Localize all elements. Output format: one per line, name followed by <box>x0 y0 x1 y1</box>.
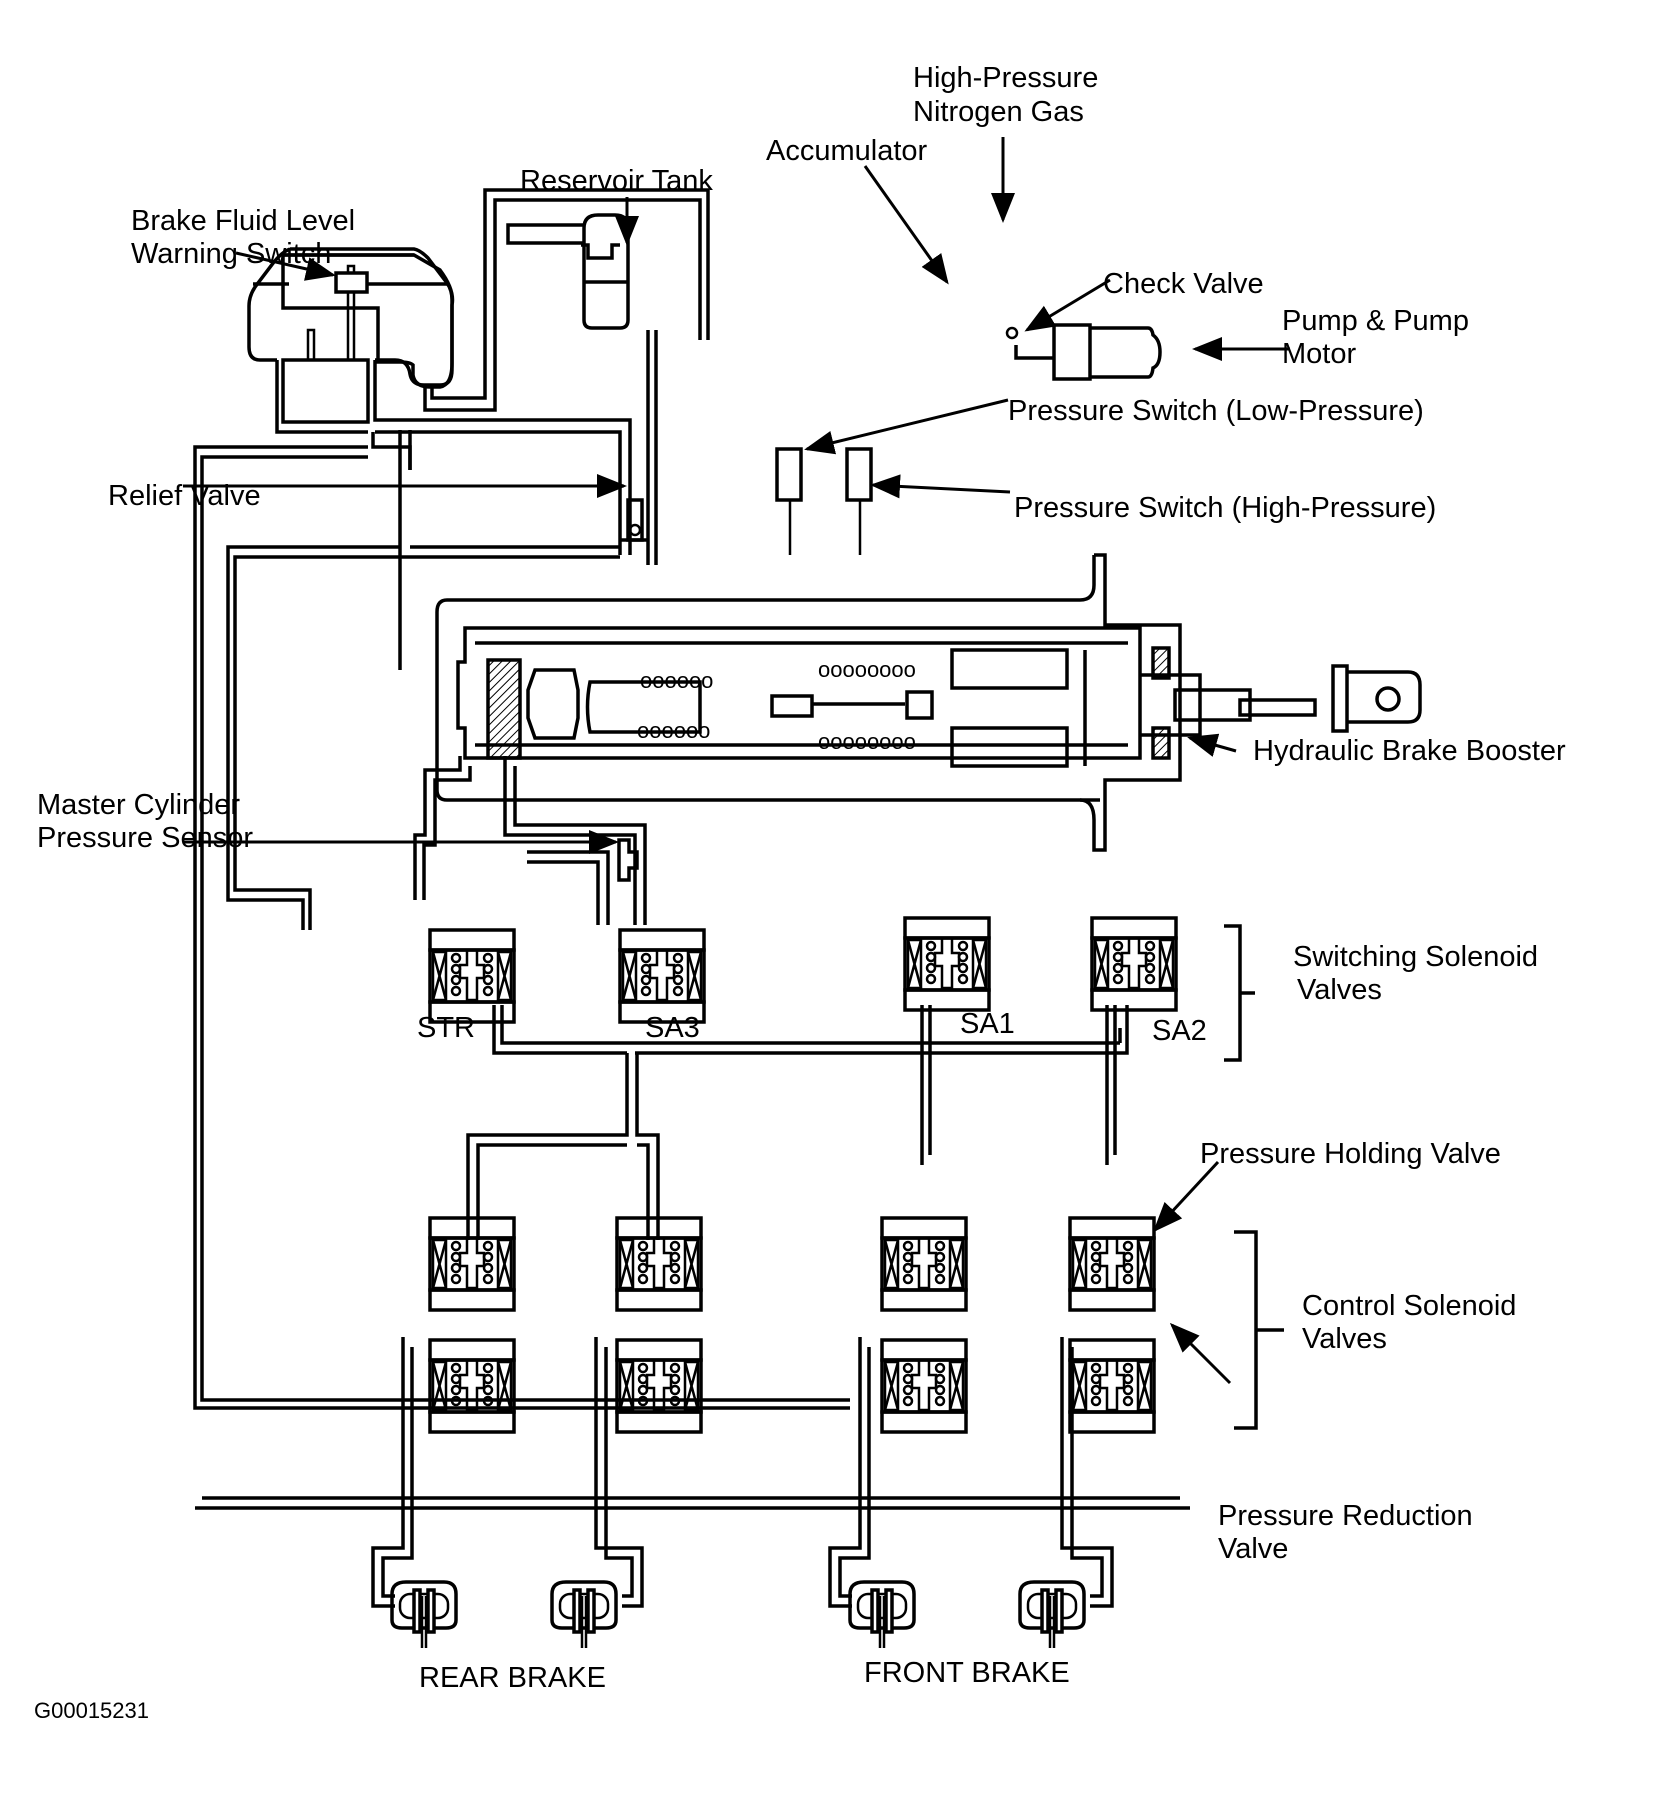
label-nitrogen-gas-1: High-Pressure <box>913 62 1098 94</box>
label-pressure-holding-valve: Pressure Holding Valve <box>1200 1138 1501 1170</box>
svg-text:oooooooo: oooooooo <box>818 729 916 754</box>
accumulator <box>581 213 630 330</box>
label-switching-solenoid-1: Switching Solenoid <box>1293 941 1538 973</box>
label-accumulator: Accumulator <box>766 135 928 167</box>
label-nitrogen-gas-2: Nitrogen Gas <box>913 96 1084 128</box>
label-reservoir-tank: Reservoir Tank <box>520 165 713 197</box>
leader-arrows <box>183 137 1290 1385</box>
figure-id: G00015231 <box>34 1698 149 1723</box>
label-relief-valve: Relief Valve <box>108 480 261 512</box>
switching-valve-sa3 <box>618 928 706 1024</box>
reservoir-tank <box>247 223 598 434</box>
switching-valve-sa2 <box>1090 916 1178 1012</box>
label-control-solenoid-1: Control Solenoid <box>1302 1290 1516 1322</box>
pump-and-motor <box>1005 323 1162 381</box>
front-brake-caliper-right <box>1018 1580 1086 1648</box>
label-pump-motor-2: Motor <box>1282 338 1356 370</box>
label-master-cylinder-2: Pressure Sensor <box>37 822 253 854</box>
label-front-brake: FRONT BRAKE <box>864 1657 1070 1689</box>
label-check-valve: Check Valve <box>1103 268 1264 300</box>
label-master-cylinder-1: Master Cylinder <box>37 789 240 821</box>
pressure-reduction-valve-front-right <box>1068 1338 1156 1434</box>
svg-text:oooooo: oooooo <box>640 668 713 693</box>
brake-calipers <box>390 1580 1086 1648</box>
rear-brake-caliper-right <box>550 1580 618 1648</box>
pressure-holding-valve-front-right <box>1068 1216 1156 1312</box>
label-control-solenoid-2: Valves <box>1302 1323 1387 1355</box>
label-switching-solenoid-2: Valves <box>1297 974 1382 1006</box>
group-brackets <box>1224 924 1284 1430</box>
label-fluid-level-switch-2: Warning Switch <box>131 238 331 270</box>
label-pressure-switch-high: Pressure Switch (High-Pressure) <box>1014 492 1436 524</box>
label-hydraulic-brake-booster: Hydraulic Brake Booster <box>1253 735 1566 767</box>
pressure-holding-valve-rear-left <box>428 1216 516 1312</box>
pressure-reduction-valve-rear-left <box>428 1338 516 1434</box>
label-pump-motor-1: Pump & Pump <box>1282 305 1469 337</box>
hydraulic-lines <box>193 188 850 1410</box>
pressure-reduction-valve-rear-right <box>615 1338 703 1434</box>
svg-text:oooooo: oooooo <box>637 718 710 743</box>
pressure-holding-valve-front-left <box>880 1216 968 1312</box>
pressure-switches <box>775 447 873 555</box>
label-fluid-level-switch-1: Brake Fluid Level <box>131 205 355 237</box>
relief-valve <box>626 498 644 542</box>
labels: High-Pressure Nitrogen Gas Accumulator R… <box>34 62 1566 1723</box>
pressure-reduction-valve-front-left <box>880 1338 968 1434</box>
label-pressure-reduction-1: Pressure Reduction <box>1218 1500 1473 1532</box>
valve-label-str: STR <box>417 1012 475 1044</box>
switching-valve-str <box>428 928 516 1024</box>
label-pressure-reduction-2: Valve <box>1218 1533 1288 1565</box>
solenoid-valves <box>428 916 1178 1434</box>
switching-valve-sa1 <box>903 916 991 1012</box>
svg-text:oooooooo: oooooooo <box>818 657 916 682</box>
hydraulic-brake-booster: oooooo oooooo oooooooo oooooooo <box>435 553 1422 852</box>
valve-label-sa2: SA2 <box>1152 1015 1207 1047</box>
valve-label-sa3: SA3 <box>645 1012 700 1044</box>
brake-lines <box>195 1005 1190 1608</box>
label-rear-brake: REAR BRAKE <box>419 1662 606 1694</box>
label-pressure-switch-low: Pressure Switch (Low-Pressure) <box>1008 395 1424 427</box>
rear-brake-caliper-left <box>390 1580 458 1648</box>
master-cylinder-pressure-sensor <box>617 838 639 882</box>
valve-label-sa1: SA1 <box>960 1008 1015 1040</box>
front-brake-caliper-left <box>848 1580 916 1648</box>
